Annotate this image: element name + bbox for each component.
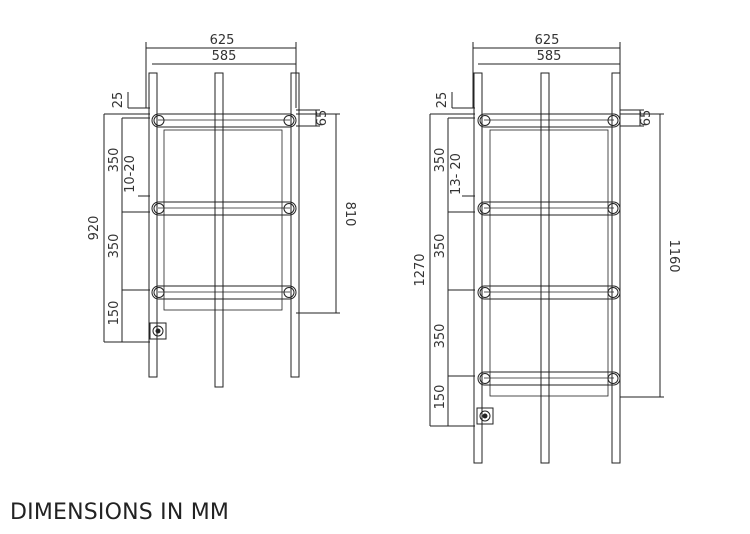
- large-spacing-1: 350: [433, 148, 448, 173]
- small-rail-width: 585: [212, 49, 237, 64]
- large-spacing-3: 350: [433, 324, 448, 349]
- caption: DIMENSIONS IN MM: [10, 500, 230, 525]
- small-bottom-offset: 150: [107, 301, 122, 326]
- large-overall-width: 625: [535, 33, 560, 48]
- large-bar-depth: 65: [639, 110, 654, 127]
- large-spacing-2: 350: [433, 234, 448, 259]
- small-top-offset: 25: [111, 92, 126, 109]
- large-bottom-offset: 150: [433, 385, 448, 410]
- small-spacing-upper: 350: [107, 148, 122, 173]
- large-rail-drawing: [429, 42, 664, 464]
- small-bar-depth: 65: [315, 110, 330, 127]
- large-rail-width: 585: [537, 49, 562, 64]
- small-total-height: 920: [87, 216, 102, 241]
- small-overall-width: 625: [210, 33, 235, 48]
- small-spacing-lower: 350: [107, 234, 122, 259]
- large-total-height: 1270: [413, 253, 428, 286]
- large-frame-height: 1160: [666, 239, 681, 272]
- small-rail-drawing: [103, 42, 340, 388]
- large-top-offset: 25: [435, 92, 450, 109]
- large-adjust-range: 13- 20: [449, 153, 464, 195]
- small-frame-height: 810: [342, 202, 357, 227]
- small-adjust-range: 10-20: [123, 155, 138, 193]
